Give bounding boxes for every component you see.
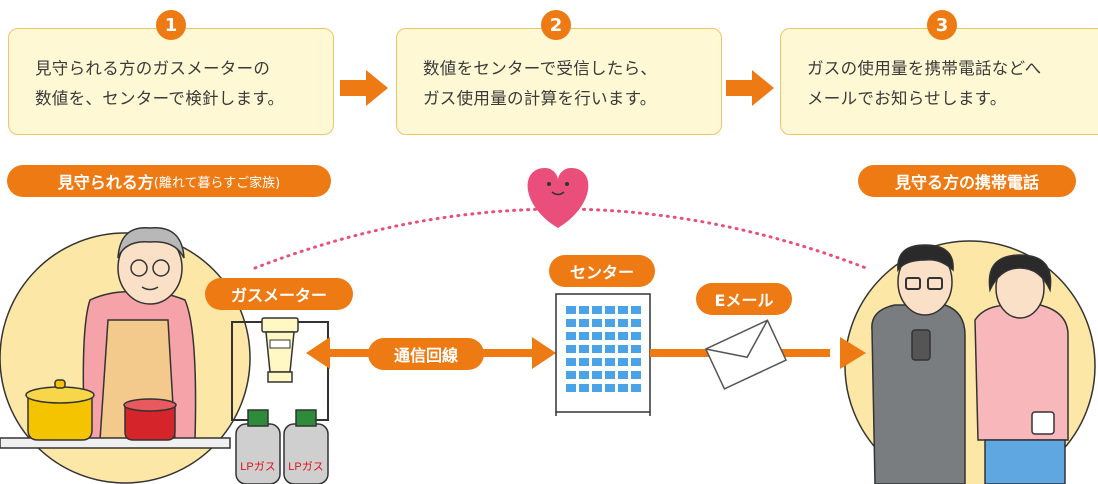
building-windows — [566, 306, 641, 392]
building-window — [618, 384, 628, 392]
building-window — [566, 332, 576, 340]
center-label: センター — [549, 255, 655, 287]
building-window — [592, 306, 602, 314]
step-number-1: 1 — [156, 10, 186, 40]
building-window — [566, 345, 576, 353]
building-window — [579, 345, 589, 353]
building-window — [618, 345, 628, 353]
gas-meter-icon — [261, 317, 299, 383]
building-window — [592, 319, 602, 327]
email-label: Eメール — [696, 283, 792, 315]
building-window — [605, 332, 615, 340]
building-window — [592, 384, 602, 392]
building-window — [592, 345, 602, 353]
lp-gas-tank-2-icon — [283, 409, 329, 484]
watched-person-label: 見守られる方 (離れて暮らすご家族) — [7, 165, 331, 197]
building-window — [631, 371, 641, 379]
step-number-2: 2 — [541, 10, 571, 40]
woman-figure — [974, 254, 1069, 484]
building-window — [592, 358, 602, 366]
step-3-line-1: ガスの使用量を携帯電話などへ — [807, 58, 1042, 78]
building-window — [605, 345, 615, 353]
building-window — [631, 306, 641, 314]
watched-person-main: 見守られる方 — [57, 173, 154, 192]
gas-meter-label: ガスメーター — [205, 278, 353, 310]
building-window — [566, 384, 576, 392]
step-arrow-2-icon — [726, 70, 774, 106]
step-3-line-2: メールでお知らせします。 — [807, 88, 1007, 108]
building-window — [605, 358, 615, 366]
building-window — [566, 319, 576, 327]
building-window — [579, 371, 589, 379]
connection-arc — [253, 207, 868, 270]
building-window — [631, 332, 641, 340]
man-figure — [871, 244, 966, 484]
building-window — [566, 306, 576, 314]
building-window — [631, 358, 641, 366]
watched-person-sub: (離れて暮らすご家族) — [153, 175, 281, 191]
kitchen-counter — [0, 437, 231, 449]
building-window — [579, 306, 589, 314]
step-box-1: 見守られる方のガスメーターの 数値を、センターで検針します。 — [8, 28, 334, 135]
building-window — [631, 345, 641, 353]
envelope-icon — [704, 319, 788, 390]
mug-icon — [1031, 411, 1055, 435]
step-arrow-1-icon — [340, 70, 388, 106]
step-number-3: 3 — [927, 10, 957, 40]
building-window — [592, 371, 602, 379]
building-window — [592, 332, 602, 340]
building-window — [605, 371, 615, 379]
step-box-3: ガスの使用量を携帯電話などへ メールでお知らせします。 — [780, 28, 1098, 135]
step-2-line-2: ガス使用量の計算を行います。 — [423, 88, 657, 108]
lp-gas-label-1: LPガス — [240, 460, 275, 473]
building-window — [579, 332, 589, 340]
communication-line-label: 通信回線 — [368, 338, 484, 370]
building-window — [605, 319, 615, 327]
building-window — [618, 358, 628, 366]
heart-icon — [527, 168, 589, 228]
building-window — [605, 306, 615, 314]
building-window — [618, 371, 628, 379]
smartphone-icon — [911, 329, 931, 361]
building-window — [631, 384, 641, 392]
watcher-phone-label: 見守る方の携帯電話 — [858, 165, 1076, 197]
lp-gas-tank-1-icon — [235, 409, 281, 484]
building-window — [579, 358, 589, 366]
building-window — [605, 384, 615, 392]
building-window — [618, 306, 628, 314]
yellow-pot-icon — [25, 379, 95, 441]
building-window — [631, 319, 641, 327]
step-1-line-1: 見守られる方のガスメーターの — [35, 58, 271, 78]
building-window — [579, 319, 589, 327]
building-window — [566, 371, 576, 379]
red-pot-icon — [123, 398, 177, 441]
step-2-line-1: 数値をセンターで受信したら、 — [423, 58, 658, 78]
building-window — [579, 384, 589, 392]
step-1-line-2: 数値を、センターで検針します。 — [35, 88, 285, 108]
building-window — [566, 358, 576, 366]
step-box-2: 数値をセンターで受信したら、 ガス使用量の計算を行います。 — [396, 28, 722, 135]
lp-gas-label-2: LPガス — [288, 460, 323, 473]
building-window — [618, 332, 628, 340]
building-window — [618, 319, 628, 327]
